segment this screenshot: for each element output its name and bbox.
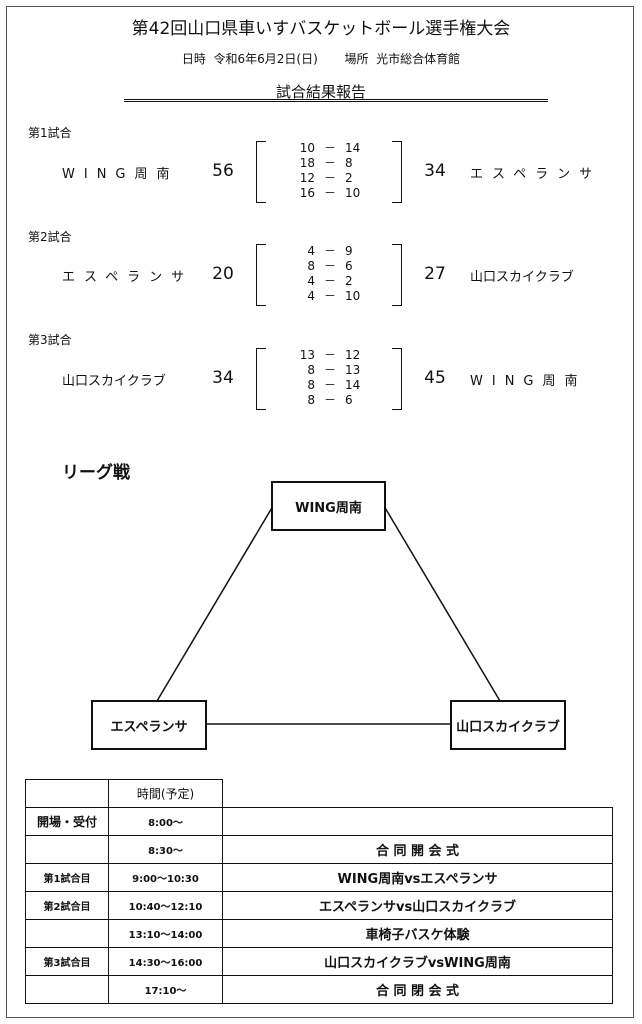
game-2-left-team: エスペランサ <box>62 270 194 285</box>
report-title: 試合結果報告 <box>275 83 366 101</box>
row-event: WING周南vsエスペランサ <box>222 863 613 892</box>
schedule-row: 第1試合目 9:00～10:30 WING周南vsエスペランサ <box>25 863 613 892</box>
row-event: 山口スカイクラブvsWING周南 <box>222 947 613 976</box>
header-empty-cell <box>222 779 613 808</box>
game-2-left-score: 20 <box>212 264 234 284</box>
row-label: 第2試合目 <box>25 891 109 920</box>
game-2-label: 第2試合 <box>28 230 72 244</box>
game-1-right-team: エスペランサ <box>470 167 602 182</box>
period-row: 8－13 <box>307 363 361 377</box>
schedule-row: 第2試合目 10:40～12:10 エスペランサvs山口スカイクラブ <box>25 891 613 920</box>
schedule-row: 第3試合目 14:30～16:00 山口スカイクラブvsWING周南 <box>25 947 613 976</box>
row-time: 8:30～ <box>108 835 223 864</box>
period-row: 16－10 <box>299 186 361 200</box>
row-label: 第1試合目 <box>25 863 109 892</box>
game-1-periods: 10－14 18－8 12－2 16－10 <box>271 141 381 201</box>
game-1-bracket-left <box>256 141 266 203</box>
schedule-row: 13:10～14:00 車椅子バスケ体験 <box>25 919 613 948</box>
row-label <box>25 835 109 864</box>
tournament-title: 第42回山口県車いすバスケットボール選手権大会 <box>131 19 511 39</box>
place-value: 光市総合体育館 <box>376 52 461 66</box>
row-event <box>222 807 613 836</box>
league-node-right: 山口スカイクラブ <box>450 700 566 750</box>
header-blank-cell <box>25 779 109 808</box>
date-value: 令和6年6月2日(日) <box>213 52 318 66</box>
period-row: 4－9 <box>307 244 353 258</box>
row-event: 車椅子バスケ体験 <box>222 919 613 948</box>
period-row: 8－6 <box>307 393 353 407</box>
row-label <box>25 975 109 1004</box>
schedule-header-row: 時間(予定) <box>25 779 613 808</box>
league-title: リーグ戦 <box>62 463 130 483</box>
period-row: 8－14 <box>307 378 361 392</box>
game-2-right-score: 27 <box>424 264 446 284</box>
game-3-left-team: 山口スカイクラブ <box>62 374 166 389</box>
period-row: 4－10 <box>307 289 361 303</box>
game-3-left-score: 34 <box>212 368 234 388</box>
period-row: 10－14 <box>299 141 361 155</box>
schedule-row: 17:10～ 合 同 閉 会 式 <box>25 975 613 1004</box>
row-time: 9:00～10:30 <box>108 863 223 892</box>
game-1-label: 第1試合 <box>28 126 72 140</box>
game-2-periods: 4－9 8－6 4－2 4－10 <box>271 244 381 304</box>
game-3-right-score: 45 <box>424 368 446 388</box>
league-node-left: エスペランサ <box>91 700 207 750</box>
row-time: 8:00～ <box>108 807 223 836</box>
game-3-bracket-left <box>256 348 266 410</box>
report-title-underline <box>124 99 548 102</box>
row-label: 第3試合目 <box>25 947 109 976</box>
row-label: 開場・受付 <box>25 807 109 836</box>
game-3-right-team: WING周南 <box>470 374 587 389</box>
time-header: 時間(予定) <box>108 779 223 808</box>
row-time: 14:30～16:00 <box>108 947 223 976</box>
game-1-left-score: 56 <box>212 161 234 181</box>
line-top-left <box>156 505 274 702</box>
game-2-bracket-left <box>256 244 266 306</box>
game-1-bracket-right <box>392 141 402 203</box>
period-row: 8－6 <box>307 259 353 273</box>
game-2-bracket-right <box>392 244 402 306</box>
row-event: 合 同 閉 会 式 <box>222 975 613 1004</box>
period-row: 12－2 <box>299 171 353 185</box>
period-row: 4－2 <box>307 274 353 288</box>
game-1-right-score: 34 <box>424 161 446 181</box>
game-3-bracket-right <box>392 348 402 410</box>
schedule-row: 8:30～ 合 同 開 会 式 <box>25 835 613 864</box>
game-3-periods: 13－12 8－13 8－14 8－6 <box>271 348 381 408</box>
row-time: 17:10～ <box>108 975 223 1004</box>
row-event: 合 同 開 会 式 <box>222 835 613 864</box>
row-event: エスペランサvs山口スカイクラブ <box>222 891 613 920</box>
period-row: 18－8 <box>299 156 353 170</box>
game-1-left-team: WING周南 <box>62 167 179 182</box>
page-border <box>6 6 634 1018</box>
date-place-line: 日時 令和6年6月2日(日) 場所 光市総合体育館 <box>0 50 642 67</box>
row-label <box>25 919 109 948</box>
place-label: 場所 <box>344 52 369 66</box>
game-2-right-team: 山口スカイクラブ <box>470 270 574 285</box>
game-3-label: 第3試合 <box>28 333 72 347</box>
line-top-right <box>383 505 501 702</box>
schedule-row: 開場・受付 8:00～ <box>25 807 613 836</box>
period-row: 13－12 <box>299 348 361 362</box>
schedule-table: 時間(予定) 開場・受付 8:00～ 8:30～ 合 同 開 会 式 第1試合目… <box>25 779 613 1004</box>
league-node-top: WING周南 <box>271 481 386 531</box>
date-label: 日時 <box>181 52 206 66</box>
row-time: 10:40～12:10 <box>108 891 223 920</box>
row-time: 13:10～14:00 <box>108 919 223 948</box>
